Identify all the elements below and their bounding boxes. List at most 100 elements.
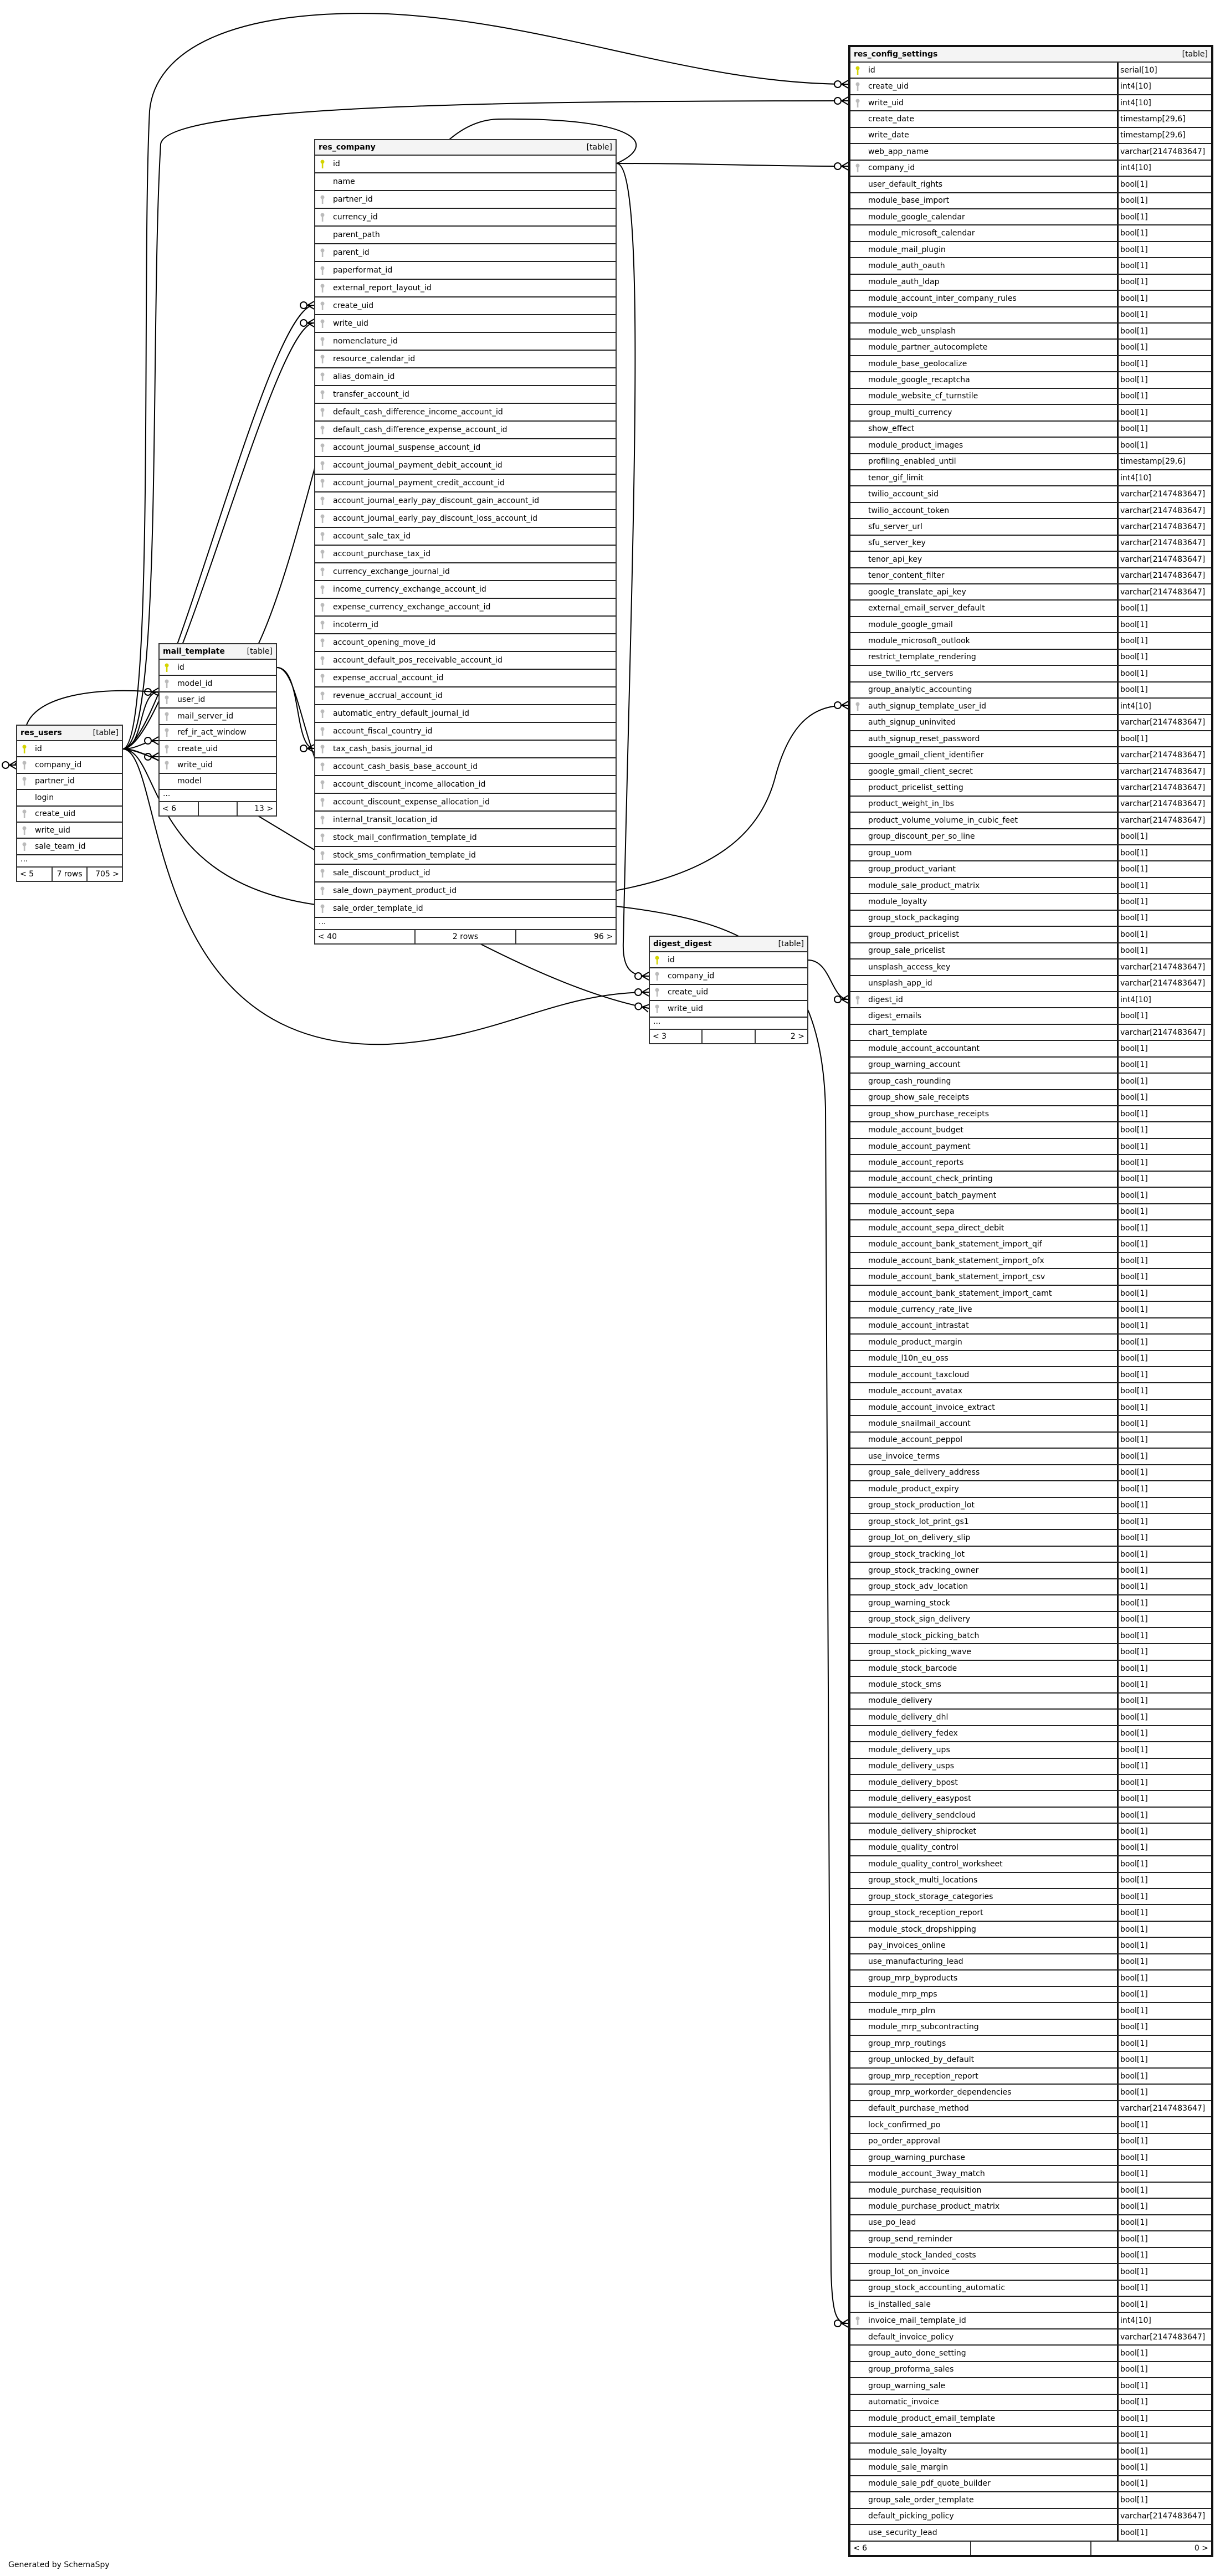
column-name[interactable]: default_cash_difference_expense_account_… bbox=[333, 425, 507, 434]
column-row[interactable]: module_account_bank_statement_import_ofx… bbox=[850, 1253, 1211, 1270]
column-name[interactable]: module_loyalty bbox=[868, 897, 927, 907]
column-name[interactable]: tenor_gif_limit bbox=[868, 473, 924, 483]
table-header[interactable]: mail_template[table] bbox=[160, 644, 276, 660]
column-row[interactable]: expense_accrual_account_id bbox=[315, 670, 616, 687]
column-row[interactable]: internal_transit_location_id bbox=[315, 812, 616, 829]
column-name[interactable]: module_purchase_requisition bbox=[868, 2185, 982, 2195]
column-name[interactable]: id bbox=[35, 744, 42, 753]
column-name[interactable]: revenue_accrual_account_id bbox=[333, 691, 443, 700]
column-name[interactable]: paperformat_id bbox=[333, 266, 393, 275]
column-name[interactable]: product_weight_in_lbs bbox=[868, 799, 954, 809]
column-name[interactable]: group_stock_multi_locations bbox=[868, 1876, 978, 1885]
column-name[interactable]: module_delivery_sendcloud bbox=[868, 1810, 976, 1820]
column-name[interactable]: module_account_accountant bbox=[868, 1044, 980, 1053]
column-name[interactable]: write_uid bbox=[177, 761, 213, 770]
column-name[interactable]: model_id bbox=[177, 679, 213, 689]
column-row[interactable]: create_uid bbox=[650, 985, 807, 1002]
column-name[interactable]: module_account_reports bbox=[868, 1158, 964, 1168]
column-name[interactable]: module_sale_margin bbox=[868, 2463, 949, 2472]
column-name[interactable]: module_delivery_easypost bbox=[868, 1794, 971, 1804]
column-name[interactable]: module_mrp_subcontracting bbox=[868, 2023, 979, 2032]
column-name[interactable]: sale_team_id bbox=[35, 842, 86, 851]
column-name[interactable]: default_cash_difference_income_account_i… bbox=[333, 408, 503, 417]
column-name[interactable]: module_quality_control bbox=[868, 1843, 958, 1853]
column-name[interactable]: module_account_taxcloud bbox=[868, 1370, 970, 1379]
column-name[interactable]: use_twilio_rtc_servers bbox=[868, 669, 953, 678]
column-name[interactable]: partner_id bbox=[35, 777, 75, 786]
column-name[interactable]: currency_exchange_journal_id bbox=[333, 567, 450, 576]
column-name[interactable]: module_google_calendar bbox=[868, 212, 965, 222]
column-name[interactable]: module_account_intrastat bbox=[868, 1321, 969, 1331]
column-name[interactable]: account_journal_early_pay_discount_loss_… bbox=[333, 514, 537, 523]
column-name[interactable]: sfu_server_key bbox=[868, 538, 926, 548]
column-row[interactable]: ref_ir_act_window bbox=[160, 725, 276, 741]
column-name[interactable]: auth_signup_reset_password bbox=[868, 734, 980, 743]
column-name[interactable]: module_stock_landed_costs bbox=[868, 2251, 976, 2260]
column-row[interactable]: account_discount_expense_allocation_id bbox=[315, 794, 616, 812]
column-name[interactable]: write_date bbox=[868, 131, 909, 140]
column-name[interactable]: account_fiscal_country_id bbox=[333, 727, 433, 736]
column-row[interactable]: currency_id bbox=[315, 209, 616, 227]
column-row[interactable]: account_journal_payment_credit_account_i… bbox=[315, 475, 616, 492]
column-name[interactable]: module_stock_dropshipping bbox=[868, 1925, 976, 1934]
column-name[interactable]: twilio_account_token bbox=[868, 506, 950, 515]
column-name[interactable]: module_stock_picking_batch bbox=[868, 1631, 980, 1640]
column-name[interactable]: group_warning_purchase bbox=[868, 2153, 965, 2162]
column-name[interactable]: module_website_cf_turnstile bbox=[868, 392, 978, 401]
column-row[interactable]: partner_id bbox=[315, 191, 616, 209]
column-name[interactable]: group_stock_production_lot bbox=[868, 1501, 975, 1510]
column-name[interactable]: group_unlocked_by_default bbox=[868, 2055, 975, 2065]
column-name[interactable]: use_po_lead bbox=[868, 2218, 916, 2228]
column-name[interactable]: product_pricelist_setting bbox=[868, 783, 963, 792]
column-name[interactable]: is_installed_sale bbox=[868, 2300, 931, 2309]
column-name[interactable]: module_account_sepa_direct_debit bbox=[868, 1223, 1004, 1233]
column-name[interactable]: id bbox=[177, 663, 184, 672]
column-name[interactable]: internal_transit_location_id bbox=[333, 815, 438, 824]
column-row[interactable]: account_default_pos_receivable_account_i… bbox=[315, 652, 616, 670]
column-name[interactable]: company_id bbox=[868, 163, 915, 173]
column-name[interactable]: group_show_sale_receipts bbox=[868, 1093, 970, 1102]
column-row[interactable]: nomenclature_id bbox=[315, 333, 616, 351]
column-row[interactable]: model bbox=[160, 774, 276, 791]
column-row[interactable]: sale_discount_product_id bbox=[315, 865, 616, 882]
column-row[interactable]: paperformat_id bbox=[315, 262, 616, 280]
column-name[interactable]: write_uid bbox=[668, 1004, 703, 1013]
column-name[interactable]: module_partner_autocomplete bbox=[868, 343, 988, 352]
column-name[interactable]: default_purchase_method bbox=[868, 2104, 969, 2113]
column-name[interactable]: group_proforma_sales bbox=[868, 2365, 954, 2374]
column-name[interactable]: module_voip bbox=[868, 310, 918, 320]
column-name[interactable]: automatic_invoice bbox=[868, 2398, 939, 2407]
column-name[interactable]: unsplash_app_id bbox=[868, 979, 932, 988]
